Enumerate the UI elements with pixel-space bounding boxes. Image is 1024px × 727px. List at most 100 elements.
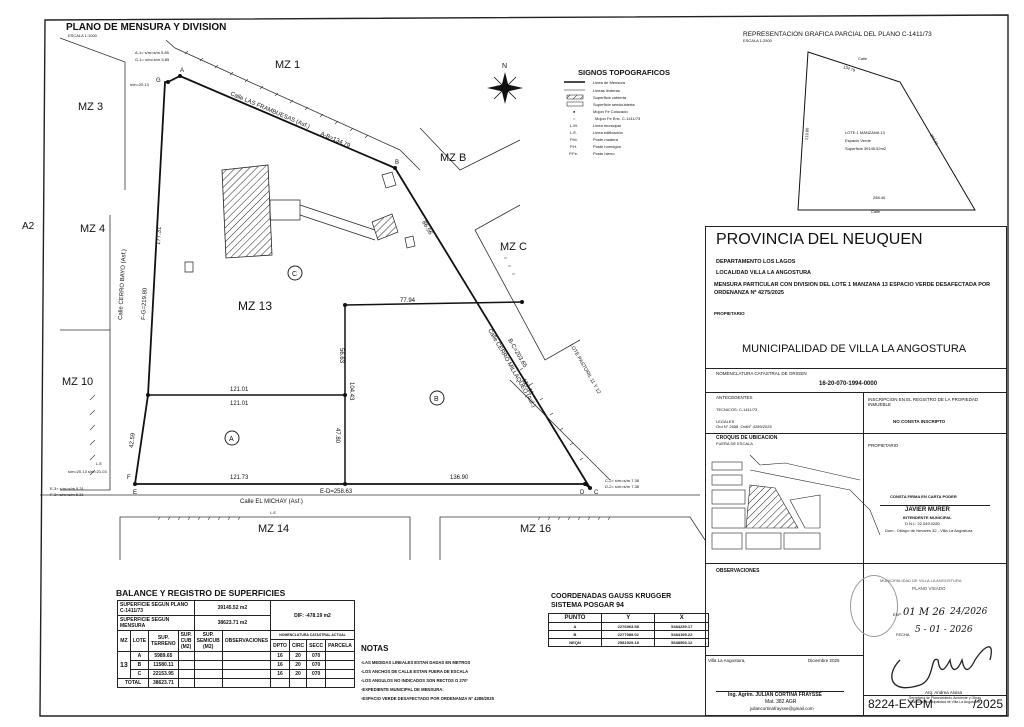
stamp-org: MUNICIPALIDAD DE VILLA LA ANGOSTURA: [880, 578, 962, 583]
street-cerro-bayo: Calle CERRO BAYO (Asf.): [118, 249, 128, 320]
signature-line: [716, 691, 844, 692]
signer-role: INTENDENTE MUNICIPAL: [903, 515, 952, 520]
svg-text:Calle: Calle: [871, 209, 881, 214]
north-arrow-icon: N: [487, 63, 523, 104]
division-lines: [148, 301, 523, 484]
svg-text:47.80: 47.80: [334, 428, 340, 444]
street-el-michay: Calle EL MICHAY (Asf.): [240, 499, 303, 505]
representation-polygon: [797, 51, 976, 211]
svg-text:Poste hormigón: Poste hormigón: [593, 144, 621, 149]
coords-title-2: SISTEMA POSGAR 94: [551, 602, 624, 609]
svg-text:Linea municipal: Linea municipal: [593, 123, 621, 128]
corner-notes: A-1= s/m=s/m 5.85 G-1= s/m=s/m 5.85 s/m=…: [50, 50, 640, 515]
block-mz4: MZ 4: [80, 223, 105, 235]
svg-text:E-D=258.63: E-D=258.63: [320, 489, 353, 495]
svg-text:F: F: [127, 475, 131, 481]
svg-text:203.65: 203.65: [929, 133, 940, 147]
location-sketch: [711, 454, 881, 550]
svg-text:86.56: 86.56: [420, 220, 433, 237]
svg-text:F-3= s/m=s/m 5.31: F-3= s/m=s/m 5.31: [50, 492, 84, 497]
svg-text:42.59: 42.59: [129, 432, 137, 448]
observations-label: OBSERVACIONES: [716, 568, 760, 574]
svg-text:A-1= s/m=s/m 5.85: A-1= s/m=s/m 5.85: [135, 50, 170, 55]
svg-text:N: N: [502, 63, 507, 70]
svg-text:L.E: L.E: [270, 510, 276, 515]
svg-text:L.E.: L.E.: [570, 130, 577, 135]
block-mzb: MZ B: [440, 152, 466, 164]
svg-text:Linea edificación: Linea edificación: [593, 130, 623, 135]
svg-text:C: C: [292, 271, 297, 278]
divider: [705, 655, 863, 656]
owner-name: MUNICIPALIDAD DE VILLA LA ANGOSTURA: [742, 343, 967, 355]
svg-text:A-B=134.79: A-B=134.79: [319, 131, 351, 149]
block-labels: MZ 1 MZ 3 MZ 4 MZ 10 MZ 13 MZ B MZ C MZ …: [62, 59, 551, 535]
signature-line: [880, 505, 990, 506]
sketch-scale: FUERA DE ESCALA: [716, 441, 753, 446]
lot-markers: A B C: [224, 265, 445, 446]
svg-text:s/m=20.13 s/m=21.03: s/m=20.13 s/m=21.03: [68, 469, 107, 474]
dimension-labels: A-B=134.79 F-G=219.80 B-C=203.65 E-D=258…: [129, 131, 534, 495]
svg-text:●: ●: [573, 109, 576, 114]
survey-description: MENSURA PARTICULAR CON DIVISION DEL LOTE…: [714, 282, 991, 296]
stamp-date: 5 - 01 - 2026: [915, 625, 973, 635]
svg-text:136.90: 136.90: [450, 475, 469, 481]
stamp-registry: 24/2026: [950, 607, 988, 617]
svg-text:219.80: 219.80: [804, 127, 810, 140]
note-item: -EXPEDIENTE MUNICIPAL DE MENSURA:: [361, 687, 444, 692]
svg-text:Calle: Calle: [858, 56, 868, 61]
svg-text:Linea de Mensura: Linea de Mensura: [593, 80, 626, 85]
representation-labels: REPRESENTACION GRAFICA PARCIAL DEL PLANO…: [743, 31, 940, 214]
svg-text:121.01: 121.01: [230, 387, 249, 393]
svg-text:258.40: 258.40: [873, 195, 886, 200]
svg-text:Poste madera: Poste madera: [593, 137, 619, 142]
sheds: [184, 171, 416, 273]
svg-text:REPRESENTACION GRAFICA PARCIAL: REPRESENTACION GRAFICA PARCIAL DEL PLANO…: [743, 31, 932, 38]
note-item: -LOS ANGULOS NO INDICADOS SON RECTOS O 2…: [361, 678, 469, 683]
vertex-markers: [133, 74, 592, 490]
svg-text:Superficie cubierta: Superficie cubierta: [593, 95, 627, 100]
block-mz14: MZ 14: [258, 523, 289, 535]
owner-label: PROPIETARIO: [714, 311, 745, 316]
stamp-title: PLANO VISADO: [912, 586, 946, 591]
surveyor-name: Ing. Agrim. JULIAN CORTINA FRAYSSE: [728, 692, 822, 698]
street-las-frambuesas: Calle LAS FRAMBUESAS (Asf.): [229, 91, 310, 130]
sketch-label: CROQUIS DE UBICACION: [716, 435, 778, 441]
signature-note: CONSTA FIRMA EN CARTA PODER: [890, 494, 957, 499]
block-mzc: MZ C: [500, 241, 527, 253]
legal-antecedent: Ord N° 2658 ,OrdN° 4289/2025: [716, 424, 772, 429]
registry-label: INSCRIPCION EN EL REGISTRO DE LA PROPIED…: [868, 397, 979, 407]
file-number: 8224-EXPM: [868, 697, 933, 711]
nomenclature-label: NOMENCLATURA CATASTRAL DE ORIGEN: [716, 371, 807, 376]
svg-text:B: B: [434, 396, 439, 403]
side-label: A2: [22, 221, 35, 232]
svg-text:Poste hierro: Poste hierro: [593, 151, 615, 156]
svg-text:P.M.: P.M.: [570, 137, 578, 142]
registry-value: NO CONSTA INSCRIPTO: [893, 419, 946, 424]
svg-text:Superficie 39145.52m2: Superficie 39145.52m2: [845, 146, 887, 151]
survey-boundary: [133, 75, 591, 489]
note-item: -LAS MEDIDAS LINEALES ESTAN DADAS EN MET…: [361, 660, 471, 665]
svg-text:B: B: [395, 160, 399, 166]
svg-text:104.43: 104.43: [348, 382, 354, 401]
plan-scale: ESCALA 1:1000: [68, 33, 98, 38]
coords-title: COORDENADAS GAUSS KRUGGER SISTEMA POSGAR…: [551, 592, 671, 610]
svg-text:L.E: L.E: [96, 461, 102, 466]
svg-text:Espacio Verde: Espacio Verde: [845, 138, 872, 143]
svg-text:F-G=219.80: F-G=219.80: [141, 287, 149, 320]
svg-text:C: C: [594, 490, 599, 496]
signer-address: Dom.: Obispo de Nevares 32 - Villa La An…: [885, 528, 973, 533]
svg-text:G-1= s/m=s/m 5.85: G-1= s/m=s/m 5.85: [135, 57, 170, 62]
block-mz1: MZ 1: [275, 59, 300, 71]
stamp-date-label: FECHA: [896, 632, 910, 637]
province: PROVINCIA DEL NEUQUEN: [716, 231, 923, 248]
svg-text:Mojon Fe Enc. C-1411/73: Mojon Fe Enc. C-1411/73: [595, 116, 641, 121]
svg-text:P.H.: P.H.: [570, 144, 577, 149]
svg-text:C-2= s/m=s/m 7.38: C-2= s/m=s/m 7.38: [605, 478, 640, 483]
svg-text:56.63: 56.63: [338, 348, 344, 364]
technical-antecedent: TECNICOS: C-1411/73: [716, 407, 758, 412]
